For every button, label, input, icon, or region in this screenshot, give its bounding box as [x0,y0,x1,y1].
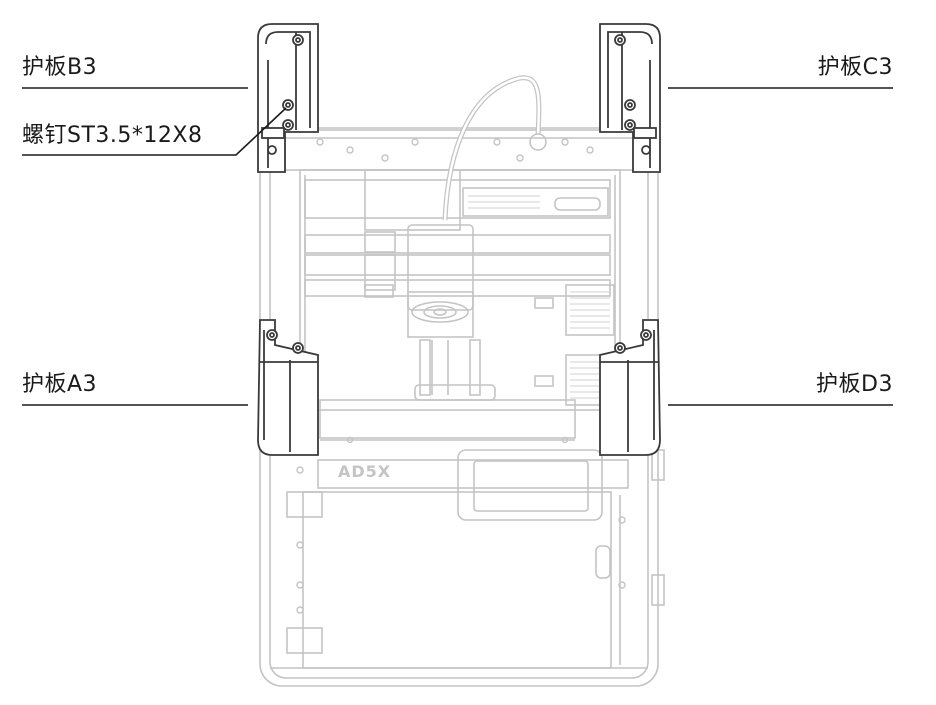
label-panel-a3: 护板A3 [22,372,98,397]
leader-lines [22,87,893,406]
printer-body [259,127,665,687]
vent-hatching [468,195,610,399]
guard-panel-c3 [599,23,661,173]
logo-text: AD5X [338,462,391,481]
guard-panel-a3 [257,319,319,456]
label-screw: 螺钉ST3.5*12X8 [22,123,203,148]
tube-fitting [529,133,547,151]
label-panel-b3: 护板B3 [22,55,98,80]
filament-tube [442,75,542,221]
top-plate-holes [296,138,626,614]
label-panel-d3: 护板D3 [816,372,893,397]
guard-panel-d3 [599,319,661,456]
guard-panel-b3 [257,23,319,173]
label-panel-c3: 护板C3 [817,55,893,80]
